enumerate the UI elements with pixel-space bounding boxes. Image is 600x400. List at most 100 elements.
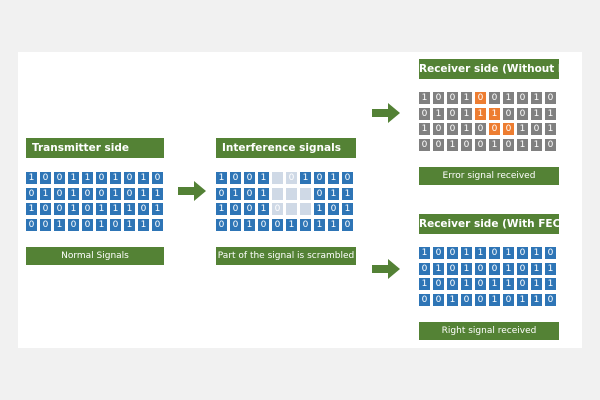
bit-cell: 1	[531, 262, 542, 275]
bit-cell: 0	[489, 262, 500, 275]
bit-cell: 0	[517, 262, 528, 275]
bit-cell: 1	[286, 218, 297, 231]
bit-cell: 0	[152, 172, 163, 184]
bit-cell: 0	[328, 203, 339, 215]
bit-cell: 1	[489, 278, 500, 290]
bit-cell: 0	[475, 92, 486, 104]
receiver-with-fec-title: Receiver side (With FEC)	[419, 214, 559, 234]
bit-cell: 0	[216, 187, 227, 200]
bit-cell: 1	[419, 278, 430, 290]
bit-cell: 0	[230, 203, 241, 215]
bit-cell: 1	[96, 218, 107, 231]
bit-cell: 0	[82, 203, 93, 215]
bit-cell: 1	[216, 172, 227, 184]
bit-cell: 0	[40, 203, 51, 215]
bit-cell: 0	[489, 92, 500, 104]
bit-cell: 1	[258, 203, 269, 215]
bit-cell: 1	[503, 92, 514, 104]
bit-cell: 0	[244, 187, 255, 200]
bit-cell: 0	[230, 218, 241, 231]
bit-cell: 0	[433, 293, 444, 306]
bit-cell: 1	[342, 187, 353, 200]
bit-cell: 1	[461, 278, 472, 290]
scrambled-bit-cell: 0	[286, 172, 297, 184]
bit-cell: 1	[328, 172, 339, 184]
bit-cell: 1	[433, 107, 444, 120]
bit-cell: 1	[531, 247, 542, 259]
bit-cell: 1	[517, 123, 528, 135]
bit-cell: 1	[110, 187, 121, 200]
bit-cell: 0	[152, 218, 163, 231]
bit-cell: 1	[124, 218, 135, 231]
bit-cell: 1	[419, 92, 430, 104]
bit-cell: 0	[244, 203, 255, 215]
bit-cell: 1	[489, 138, 500, 151]
bit-cell: 0	[419, 107, 430, 120]
bit-cell: 0	[531, 123, 542, 135]
bit-cell: 0	[433, 138, 444, 151]
bit-cell: 0	[54, 203, 65, 215]
transmitter-caption: Normal Signals	[26, 247, 164, 265]
bit-cell: 0	[419, 262, 430, 275]
bit-cell: 1	[124, 203, 135, 215]
bit-cell: 0	[503, 293, 514, 306]
bit-cell: 0	[433, 92, 444, 104]
bit-cell: 0	[545, 293, 556, 306]
bit-cell: 0	[138, 203, 149, 215]
interference-caption: Part of the signal is scrambled	[216, 247, 356, 265]
bit-cell: 0	[461, 293, 472, 306]
bit-cell: 1	[475, 107, 486, 120]
bit-cell: 0	[517, 107, 528, 120]
receiver-without-fec-caption: Error signal received	[419, 167, 559, 185]
bit-cell: 1	[433, 262, 444, 275]
bit-cell: 1	[314, 218, 325, 231]
bit-cell: 0	[216, 218, 227, 231]
bit-cell: 1	[419, 123, 430, 135]
scrambled-bit-cell	[286, 203, 297, 215]
arrow-right-icon	[178, 181, 206, 201]
bit-cell: 0	[475, 278, 486, 290]
scrambled-bit-cell	[272, 187, 283, 200]
bit-cell: 0	[68, 218, 79, 231]
bit-cell: 0	[258, 218, 269, 231]
bit-cell: 0	[96, 187, 107, 200]
bit-cell: 0	[489, 247, 500, 259]
bit-cell: 0	[54, 187, 65, 200]
bit-cell: 0	[503, 138, 514, 151]
bit-cell: 1	[152, 203, 163, 215]
bit-cell: 0	[230, 172, 241, 184]
bit-cell: 0	[475, 262, 486, 275]
bit-cell: 1	[531, 107, 542, 120]
bit-cell: 0	[475, 138, 486, 151]
bit-cell: 1	[68, 187, 79, 200]
bit-cell: 0	[124, 187, 135, 200]
bit-cell: 0	[342, 218, 353, 231]
bit-cell: 1	[503, 262, 514, 275]
bit-cell: 1	[447, 138, 458, 151]
bit-cell: 1	[216, 203, 227, 215]
bit-cell: 1	[489, 107, 500, 120]
bit-cell: 0	[82, 187, 93, 200]
bit-cell: 0	[545, 247, 556, 259]
bit-cell: 1	[68, 203, 79, 215]
receiver-without-fec-title: Receiver side (Without FEC)	[419, 59, 559, 79]
bit-cell: 0	[545, 92, 556, 104]
bit-cell: 0	[447, 247, 458, 259]
bit-cell: 0	[419, 138, 430, 151]
bit-cell: 0	[419, 293, 430, 306]
bit-cell: 1	[300, 172, 311, 184]
bit-cell: 0	[433, 247, 444, 259]
bit-cell: 1	[110, 203, 121, 215]
bit-cell: 1	[461, 247, 472, 259]
bit-cell: 0	[503, 107, 514, 120]
bit-cell: 0	[447, 107, 458, 120]
bit-cell: 1	[489, 293, 500, 306]
bit-cell: 1	[258, 187, 269, 200]
bit-cell: 1	[545, 107, 556, 120]
bit-cell: 0	[545, 138, 556, 151]
bit-cell: 1	[419, 247, 430, 259]
bit-cell: 1	[68, 172, 79, 184]
bit-cell: 1	[96, 203, 107, 215]
bit-cell: 1	[461, 107, 472, 120]
bit-cell: 1	[138, 218, 149, 231]
